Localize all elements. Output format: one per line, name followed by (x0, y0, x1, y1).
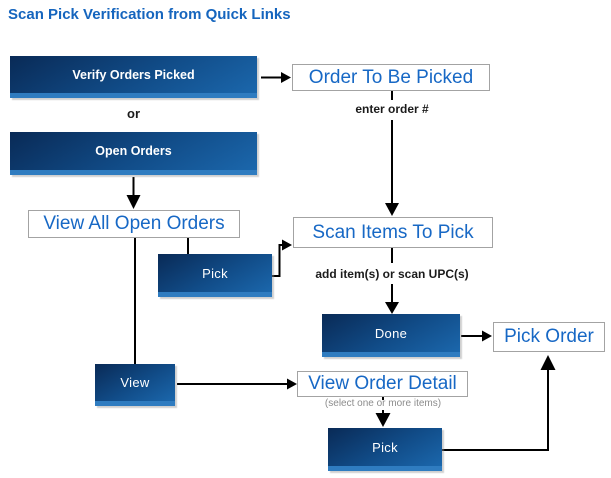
verify-orders-picked-button: Verify Orders Picked (10, 56, 257, 98)
arrow-pick2-to-pickorder (442, 355, 556, 451)
view-order-detail-label: View Order Detail (308, 373, 457, 394)
pick-order-label: Pick Order (504, 326, 594, 347)
pick-button-bottom-label: Pick (372, 439, 398, 455)
view-order-detail-box: View Order Detail (297, 371, 468, 397)
pick-button-top: Pick (158, 254, 272, 297)
page-title: Scan Pick Verification from Quick Links (8, 6, 291, 23)
arrow-pick-to-scan (272, 239, 292, 277)
view-all-open-orders-box: View All Open Orders (28, 210, 240, 238)
pick-button-bottom: Pick (328, 428, 442, 471)
open-orders-label: Open Orders (95, 144, 172, 158)
pick-order-box: Pick Order (493, 322, 605, 352)
arrow-scan-to-done (385, 248, 399, 314)
enter-order-number-label: enter order # (355, 102, 429, 116)
arrow-view-to-detail (177, 378, 297, 390)
pick-button-top-label: Pick (202, 265, 228, 281)
view-button-label: View (120, 375, 150, 390)
order-to-be-picked-box: Order To Be Picked (292, 64, 490, 91)
add-items-or-scan-upc-label: add item(s) or scan UPC(s) (315, 267, 469, 281)
scan-items-to-pick-label: Scan Items To Pick (312, 221, 474, 243)
order-to-be-picked-label: Order To Be Picked (308, 66, 474, 88)
select-items-hint-label: (select one or more items) (324, 398, 442, 409)
done-button: Done (322, 314, 460, 357)
open-orders-button: Open Orders (10, 132, 257, 175)
arrow-open-to-viewall (126, 177, 141, 209)
scan-items-to-pick-box: Scan Items To Pick (293, 217, 493, 248)
arrow-verify-to-order (261, 72, 291, 83)
view-all-open-orders-label: View All Open Orders (43, 213, 225, 234)
arrow-done-to-pickorder (461, 330, 492, 342)
arrow-order-to-scan (385, 91, 399, 216)
view-button: View (95, 364, 175, 406)
verify-orders-picked-label: Verify Orders Picked (72, 67, 195, 82)
done-button-label: Done (374, 325, 408, 341)
arrow-detail-to-pick (375, 397, 391, 427)
or-label: or (127, 106, 140, 121)
